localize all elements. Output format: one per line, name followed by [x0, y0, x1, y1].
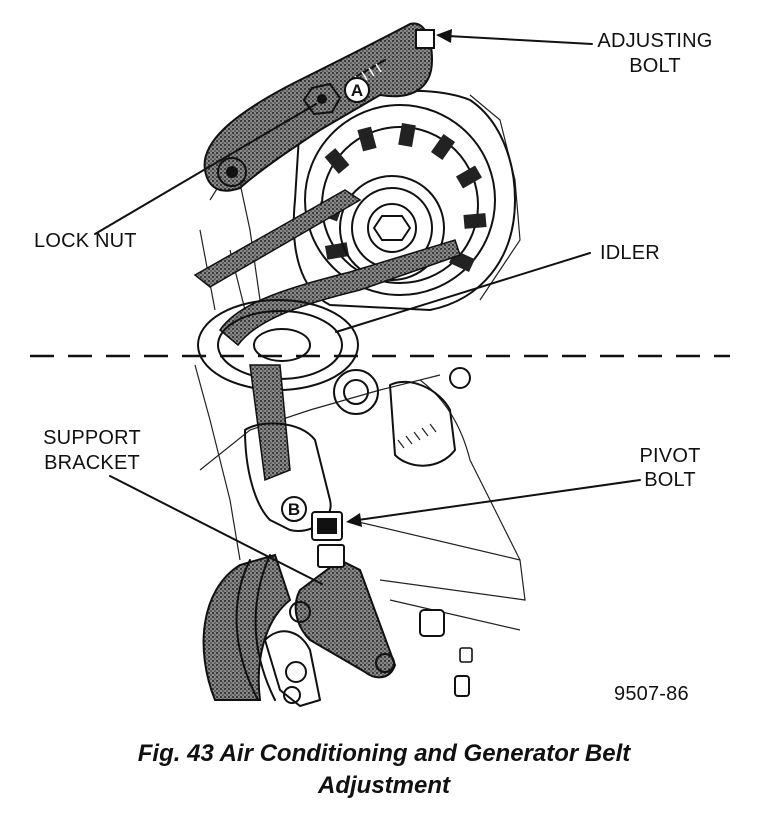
lower-view-support — [194, 364, 526, 707]
callout-b-text: B — [288, 500, 300, 519]
label-idler: IDLER — [600, 242, 660, 264]
generator-fan-slots — [316, 122, 487, 272]
label-pivot-bolt: PIVOT BOLT — [639, 445, 700, 491]
figure-caption: Fig. 43 Air Conditioning and Generator B… — [0, 738, 768, 802]
callout-b: B — [281, 496, 307, 522]
figure-caption-line1: Fig. 43 Air Conditioning and Generator B… — [137, 740, 631, 767]
label-pivot-bolt-line2: BOLT — [644, 469, 696, 491]
lock-nut — [303, 83, 341, 115]
leader-lines — [94, 29, 641, 585]
label-adjusting-bolt-line2: BOLT — [629, 55, 681, 77]
callout-a: A — [344, 77, 370, 103]
label-support-bracket: SUPPORT BRACKET — [43, 427, 141, 474]
label-lock-nut: LOCK NUT — [34, 230, 137, 252]
adjusting-bolt — [415, 29, 435, 49]
label-support-bracket-line1: SUPPORT — [43, 427, 141, 449]
figure-code: 9507-86 — [614, 683, 689, 705]
label-adjusting-bolt-line1: ADJUSTING — [597, 30, 712, 52]
upper-view-generator — [193, 22, 521, 391]
generator-body — [292, 89, 516, 311]
pivot-bolt — [311, 511, 345, 568]
support-bracket — [289, 558, 397, 679]
drive-belt-upper — [193, 189, 461, 347]
label-adjusting-bolt: ADJUSTING BOLT — [597, 30, 712, 77]
callout-a-text: A — [351, 81, 363, 100]
label-pivot-bolt-line1: PIVOT — [639, 445, 700, 467]
crankshaft-pulley — [202, 553, 292, 701]
adjusting-bracket — [203, 22, 434, 192]
label-support-bracket-line2: BRACKET — [44, 452, 140, 474]
figure-caption-line2: Adjustment — [318, 772, 450, 799]
